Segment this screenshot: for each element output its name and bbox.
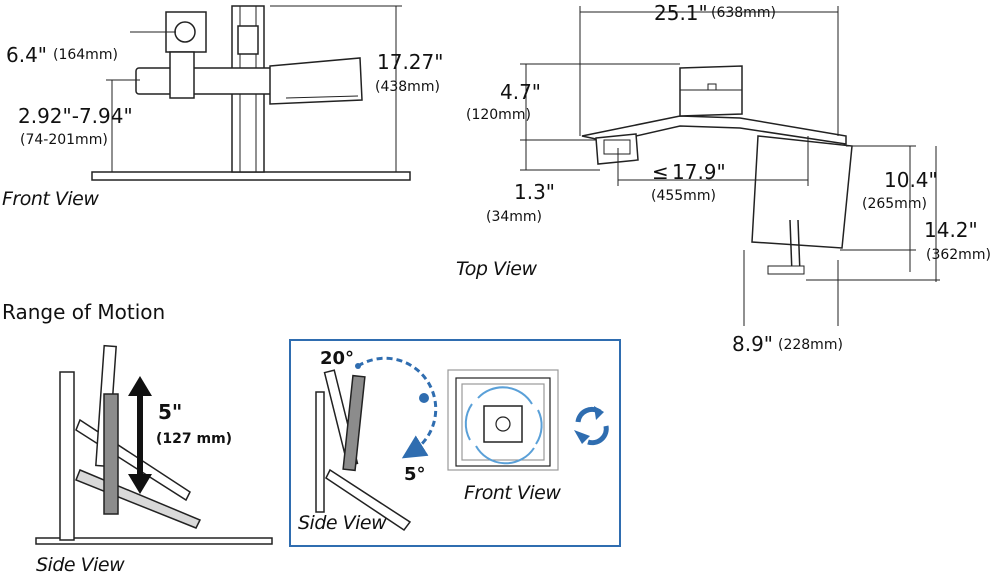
tilt-up-label: 20° xyxy=(320,348,355,369)
lift-label: 5" xyxy=(158,400,183,424)
range-of-motion-heading: Range of Motion xyxy=(2,300,166,324)
tilt-side-drawing xyxy=(315,369,412,532)
tray-width-mm-label: (228mm) xyxy=(778,337,843,353)
top-view-dimension-lines xyxy=(520,6,940,326)
lift-side-drawing xyxy=(35,344,273,545)
tray-depth-mm-label: (265mm) xyxy=(862,196,927,212)
lift-side-caption: Side View xyxy=(36,554,125,576)
rotation-arrows xyxy=(464,386,543,465)
reach-mm-label: (455mm) xyxy=(651,188,716,204)
monitor-offset-label: 6.4" xyxy=(6,43,48,67)
depth-b-mm-label: (34mm) xyxy=(486,209,543,225)
depth-b-label: 1.3" xyxy=(514,180,556,204)
tilt-side-caption: Side View xyxy=(298,512,387,534)
front-view-caption: Front View xyxy=(2,188,99,210)
lift-arrow-icon xyxy=(128,376,152,494)
monitor-offset-mm-label: (164mm) xyxy=(53,47,118,63)
tray-range-label: 2.92"-7.94" xyxy=(18,104,133,128)
rotate-front-caption: Front View xyxy=(464,482,561,504)
rotate-front-drawing xyxy=(447,369,559,471)
width-total-mm-label: (638mm) xyxy=(711,5,776,21)
tray-range-mm-label: (74-201mm) xyxy=(20,132,108,148)
top-view-drawing xyxy=(581,65,853,275)
tray-depth-total-mm-label: (362mm) xyxy=(926,247,991,263)
tray-width-label: 8.9" xyxy=(732,332,774,356)
height-total-mm-label: (438mm) xyxy=(375,79,440,95)
top-view-caption: Top View xyxy=(456,258,537,280)
reach-prefix-label: ≤ xyxy=(652,160,669,184)
reach-label: 17.9" xyxy=(672,160,726,184)
lift-mm-label: (127 mm) xyxy=(156,431,233,447)
tray-depth-total-label: 14.2" xyxy=(924,218,978,242)
tray-depth-label: 10.4" xyxy=(884,168,938,192)
depth-a-label: 4.7" xyxy=(500,80,542,104)
tilt-down-label: 5° xyxy=(404,464,426,485)
width-total-label: 25.1" xyxy=(654,1,708,25)
height-total-label: 17.27" xyxy=(377,50,444,74)
tilt-arrow-icon xyxy=(355,356,438,459)
depth-a-mm-label: (120mm) xyxy=(466,107,531,123)
front-view-dimension-lines xyxy=(106,5,402,172)
rotate-icon xyxy=(574,406,609,446)
front-view-drawing xyxy=(91,5,411,181)
